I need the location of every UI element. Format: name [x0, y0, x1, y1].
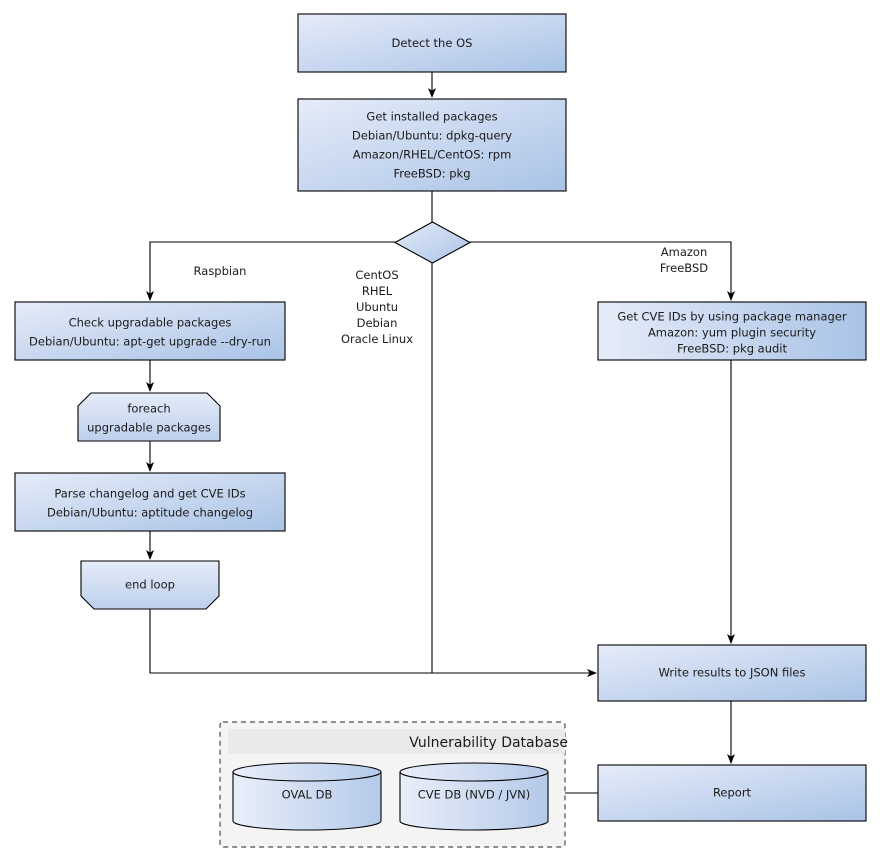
edge-label-raspbian: Raspbian: [194, 264, 247, 278]
node-foreach-upgradable-packages[interactable]: foreach upgradable packages: [77, 392, 221, 442]
node-report[interactable]: Report: [597, 764, 867, 822]
database-oval-db[interactable]: OVAL DB: [232, 762, 382, 831]
node-get-cve-ids-line-2: FreeBSD: pkg audit: [677, 342, 788, 356]
edge-label-center-os-line-3: Debian: [357, 316, 398, 330]
edge-label-center-os-line-4: Oracle Linux: [341, 332, 413, 346]
edge-decision-left-raspbian: [146, 241, 395, 301]
edge-label-center-os-line-0: CentOS: [355, 268, 398, 282]
node-detect-os-line-0: Detect the OS: [392, 36, 473, 50]
node-get-installed-packages-line-1: Debian/Ubuntu: dpkg-query: [352, 129, 512, 143]
node-get-installed-packages-line-3: FreeBSD: pkg: [393, 167, 470, 181]
edge-label-center-os: CentOS RHEL Ubuntu Debian Oracle Linux: [341, 268, 413, 346]
edge-label-center-os-line-1: RHEL: [362, 284, 393, 298]
group-header-bar: [228, 729, 565, 754]
node-check-upgradable-packages-line-0: Check upgradable packages: [69, 316, 232, 330]
node-check-upgradable-packages[interactable]: Check upgradable packages Debian/Ubuntu:…: [14, 301, 286, 361]
node-get-cve-ids-line-0: Get CVE IDs by using package manager: [617, 310, 847, 324]
node-os-decision[interactable]: [393, 221, 472, 264]
node-get-installed-packages-line-0: Get installed packages: [366, 110, 497, 124]
node-get-cve-ids-package-manager[interactable]: Get CVE IDs by using package manager Ama…: [597, 301, 867, 361]
group-vulnerability-database[interactable]: Vulnerability Database OVAL DB CVE DB (N…: [219, 721, 568, 848]
edge-label-amazon-freebsd-line-0: Amazon: [661, 245, 707, 259]
database-cve-db-label: CVE DB (NVD / JVN): [418, 788, 531, 802]
node-parse-changelog-line-0: Parse changelog and get CVE IDs: [54, 487, 245, 501]
group-title: Vulnerability Database: [409, 735, 568, 751]
node-parse-changelog[interactable]: Parse changelog and get CVE IDs Debian/U…: [14, 472, 286, 532]
node-report-line-0: Report: [713, 786, 752, 800]
edge-label-center-os-line-2: Ubuntu: [356, 300, 398, 314]
node-foreach-line-0: foreach: [127, 402, 170, 416]
node-parse-changelog-line-1: Debian/Ubuntu: aptitude changelog: [47, 506, 253, 520]
node-end-loop-line-0: end loop: [125, 578, 175, 592]
node-write-results-json-line-0: Write results to JSON files: [659, 666, 806, 680]
edge-label-raspbian-line-0: Raspbian: [194, 264, 247, 278]
edge-decision-right-amazon: [470, 241, 735, 301]
edge-label-amazon-freebsd-line-1: FreeBSD: [660, 261, 708, 275]
node-end-loop[interactable]: end loop: [80, 560, 220, 610]
node-get-installed-packages-line-2: Amazon/RHEL/CentOS: rpm: [353, 148, 512, 162]
database-cve-db[interactable]: CVE DB (NVD / JVN): [399, 762, 549, 831]
node-check-upgradable-packages-line-1: Debian/Ubuntu: apt-get upgrade --dry-run: [29, 335, 271, 349]
node-write-results-json[interactable]: Write results to JSON files: [597, 644, 867, 702]
edge-label-amazon-freebsd: Amazon FreeBSD: [660, 245, 708, 275]
node-detect-os[interactable]: Detect the OS: [297, 13, 567, 73]
edge-endloop-to-write: [149, 609, 597, 677]
database-oval-db-label: OVAL DB: [282, 788, 333, 802]
node-foreach-line-1: upgradable packages: [87, 421, 211, 435]
node-get-installed-packages[interactable]: Get installed packages Debian/Ubuntu: dp…: [297, 98, 567, 192]
node-get-cve-ids-line-1: Amazon: yum plugin security: [648, 326, 816, 340]
